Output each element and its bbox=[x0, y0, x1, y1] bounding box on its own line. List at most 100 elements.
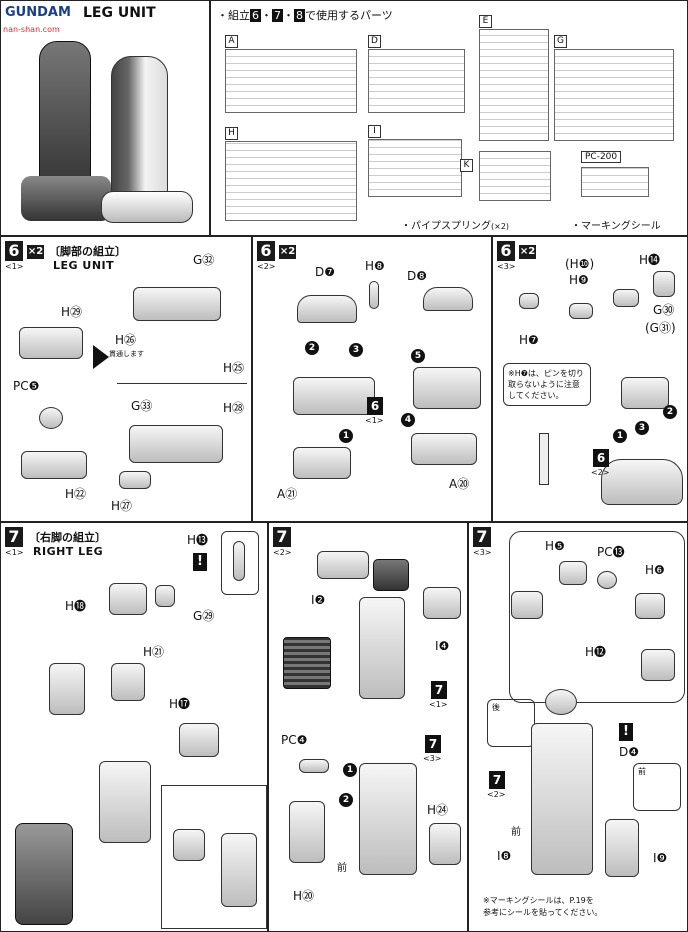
watermark-url: nan-shan.com bbox=[3, 25, 60, 34]
pin-detail bbox=[539, 433, 549, 485]
assembly-6-3 bbox=[621, 377, 669, 409]
step-sub: <3> bbox=[497, 262, 516, 271]
marker-3: 3 bbox=[349, 343, 363, 357]
part-h19 bbox=[221, 833, 257, 907]
ankle-base-part bbox=[21, 451, 87, 479]
ref-step-sub: <1> bbox=[429, 700, 448, 709]
marker-3: 3 bbox=[635, 421, 649, 435]
ref-step-sub: <1> bbox=[365, 416, 384, 425]
sprue-a bbox=[225, 49, 357, 113]
marker-2: 2 bbox=[663, 405, 677, 419]
label-g30: G㉚ bbox=[653, 303, 675, 317]
step-6-1-panel: 6 ×2 <1> 〔脚部の組立〕 LEG UNIT G㉜ H㉙ H㉖ H㉕ PC… bbox=[0, 236, 252, 522]
ref-step-sub: <2> bbox=[591, 468, 610, 477]
label-h10: (H❿) bbox=[565, 257, 595, 271]
assembly-6-2 bbox=[293, 377, 375, 415]
step-7-3-panel: 7 <3> H❺ PC⓭ H❻ H⓬ 後 前 ! D❹ 7 <2> 前 I❽ I… bbox=[468, 522, 688, 932]
multiplier-badge: ×2 bbox=[519, 245, 536, 259]
armor-dark bbox=[373, 559, 409, 591]
label-h21: H㉑ bbox=[143, 645, 165, 659]
lower-leg-assembly bbox=[531, 723, 593, 875]
label-i2: I❷ bbox=[311, 593, 326, 607]
caution-icon: ! bbox=[193, 553, 207, 571]
polycap-pc13 bbox=[597, 571, 617, 589]
leg-frame-model bbox=[15, 823, 73, 925]
part-h20 bbox=[289, 801, 325, 863]
label-h7: H❼ bbox=[519, 333, 539, 347]
label-g32: G㉜ bbox=[193, 253, 215, 267]
label-h17: H⓱ bbox=[169, 697, 191, 711]
sprue-k bbox=[479, 151, 551, 201]
step-sub: <2> bbox=[273, 548, 292, 557]
part-h14 bbox=[613, 289, 639, 307]
step-number: 7 bbox=[273, 527, 291, 547]
footnote: ※マーキングシールは、P.19を 参考にシールを貼ってください。 bbox=[483, 895, 602, 919]
side-part bbox=[423, 587, 461, 619]
label-h13: H⓭ bbox=[187, 533, 209, 547]
marker-2: 2 bbox=[339, 793, 353, 807]
header-panel: GUNDAM nan-shan.com LEG UNIT bbox=[0, 0, 210, 236]
sprue-d bbox=[368, 49, 465, 113]
step-6-3-panel: 6 ×2 <3> (H❿) H❾ H⓮ G㉚ (G㉛) H❼ ※H❼は、ピンを切… bbox=[492, 236, 688, 522]
logo: GUNDAM bbox=[5, 5, 71, 20]
step-7-2-panel: 7 <2> I❷ I❹ PC❹ H⑳ H㉔ 前 7 <1> 7 <3> 1 2 bbox=[268, 522, 468, 932]
spring-note: ・パイプスプリング(×2) bbox=[401, 217, 509, 232]
assembly-6-2-right bbox=[413, 367, 481, 409]
heading-suffix: で使用するパーツ bbox=[305, 9, 393, 22]
process-arrow bbox=[93, 345, 109, 369]
foot-shell bbox=[601, 459, 683, 505]
multiplier-badge: ×2 bbox=[27, 245, 44, 259]
sprue-h bbox=[225, 141, 357, 221]
part-h17 bbox=[179, 723, 219, 757]
label-pc13: PC⓭ bbox=[597, 545, 625, 559]
label-h6: H❻ bbox=[645, 563, 665, 577]
callout-frame bbox=[509, 531, 685, 703]
polycap-pc5 bbox=[39, 407, 63, 429]
lower-frame-part bbox=[129, 425, 223, 463]
ankle-part-left bbox=[19, 327, 83, 359]
side-assembly bbox=[511, 591, 543, 619]
leg-lower-assembly bbox=[359, 763, 417, 875]
step-title-en: LEG UNIT bbox=[53, 259, 115, 272]
sprue-i bbox=[368, 139, 462, 197]
label-pc5: PC❺ bbox=[13, 379, 40, 393]
ref-step-7-b: 7 bbox=[425, 735, 441, 753]
arrow-note: 貫通します bbox=[109, 350, 144, 358]
step-title-jp: 〔脚部の組立〕 bbox=[49, 245, 126, 258]
front-label: 前 bbox=[337, 863, 347, 874]
label-i4: I❹ bbox=[435, 639, 450, 653]
label-h25: H㉕ bbox=[223, 361, 245, 375]
marker-2: 2 bbox=[305, 341, 319, 355]
rear-badge: 後 bbox=[487, 699, 535, 747]
label-g31: (G㉛) bbox=[645, 321, 676, 335]
step-number: 6 bbox=[5, 241, 23, 261]
part-g29 bbox=[155, 585, 175, 607]
part-h9 bbox=[569, 303, 593, 319]
sprue-label-d: D bbox=[368, 35, 381, 48]
marking-note: ・マーキングシール bbox=[571, 221, 661, 232]
rear-label: 後 bbox=[492, 703, 500, 712]
sprue-label-h: H bbox=[225, 127, 238, 140]
footnote-line-2: 参考にシールを貼ってください。 bbox=[483, 908, 603, 917]
step-title-jp: 〔右脚の組立〕 bbox=[29, 531, 106, 544]
spring-qty: (×2) bbox=[491, 222, 510, 231]
upper-shell bbox=[317, 551, 369, 579]
caution-icon: ! bbox=[619, 723, 633, 741]
label-h12: H⓬ bbox=[585, 645, 607, 659]
detail-photo bbox=[283, 637, 331, 689]
heading-step-b: 7 bbox=[272, 9, 283, 22]
sprue-label-k: K bbox=[460, 159, 473, 172]
part-h5 bbox=[559, 561, 587, 585]
step-sub: <1> bbox=[5, 548, 24, 557]
piston-h21 bbox=[111, 663, 145, 701]
front-label-badge: 前 bbox=[638, 767, 646, 776]
sprue-label-i: I bbox=[368, 125, 381, 138]
sprue-label-a: A bbox=[225, 35, 238, 48]
spring-note-text: ・パイプスプリング bbox=[401, 221, 491, 232]
shin-armor bbox=[605, 819, 639, 877]
heading-step-a: 6 bbox=[250, 9, 261, 22]
label-d4: D❹ bbox=[619, 745, 639, 759]
step-number: 7 bbox=[473, 527, 491, 547]
sprue-label-e: E bbox=[479, 15, 492, 28]
